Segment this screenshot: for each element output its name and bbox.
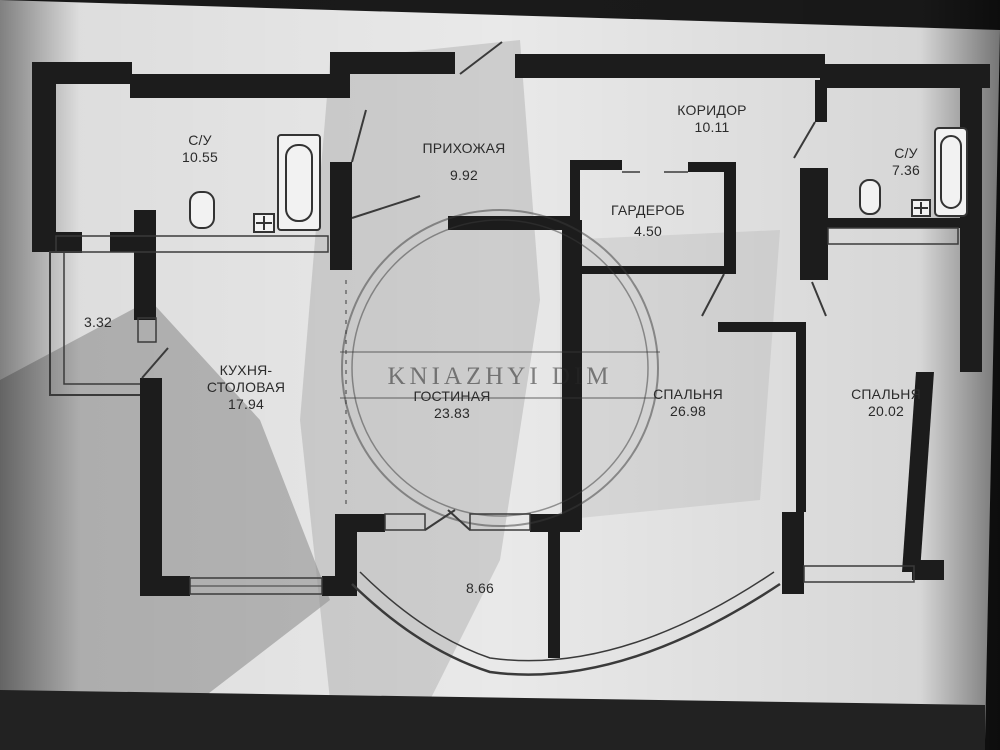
wall — [718, 322, 806, 332]
wall — [335, 514, 357, 594]
toilet-icon — [859, 179, 881, 215]
walls — [32, 52, 990, 658]
door-swing — [141, 347, 169, 379]
wall — [822, 218, 962, 228]
room-label-bedroom-1: СПАЛЬНЯ 26.98 — [653, 386, 723, 420]
watermark-seal — [340, 209, 660, 527]
wall — [530, 514, 580, 532]
window — [803, 565, 915, 583]
room-name: КУХНЯ- — [219, 362, 273, 378]
room-name-line-2: СТОЛОВАЯ — [206, 379, 286, 395]
room-area: 26.98 — [669, 403, 707, 419]
room-label-balcony: 3.32 — [84, 314, 112, 331]
room-name: СПАЛЬНЯ — [851, 386, 921, 402]
room-label-wardrobe: ГАРДЕРОБ 4.50 — [611, 202, 685, 240]
wall — [130, 74, 350, 98]
room-label-hallway: ПРИХОЖАЯ 9.92 — [423, 140, 506, 184]
wall — [815, 80, 827, 122]
thin-lines — [49, 41, 959, 676]
window — [384, 513, 426, 531]
wall — [724, 162, 736, 274]
wall — [335, 514, 385, 532]
room-label-kitchen: КУХНЯ- СТОЛОВАЯ 17.94 — [207, 362, 285, 413]
room-label-bath-1: С/У 10.55 — [182, 132, 218, 166]
door-swing — [351, 109, 367, 163]
fixtures — [189, 127, 968, 233]
room-area: 7.36 — [891, 162, 921, 178]
door-swing — [701, 273, 725, 317]
wall — [548, 530, 560, 658]
toilet-icon — [189, 191, 215, 229]
entrance-door-swing — [459, 41, 503, 75]
room-area: 20.02 — [867, 403, 905, 419]
seal-ring-outer — [341, 209, 659, 527]
room-area: 9.92 — [449, 167, 479, 183]
wall — [32, 62, 56, 252]
window — [469, 513, 531, 531]
wall — [42, 232, 82, 252]
room-name: ГАРДЕРОБ — [611, 202, 685, 218]
room-label-corridor: КОРИДОР 10.11 — [677, 102, 746, 136]
room-name: ПРИХОЖАЯ — [422, 140, 506, 156]
room-name: С/У — [188, 132, 212, 148]
bathtub-basin — [285, 144, 313, 222]
wall — [688, 162, 736, 172]
seal-ring-inner — [351, 219, 649, 517]
wall — [150, 576, 190, 596]
room-area: 23.83 — [433, 405, 471, 421]
wall — [134, 210, 156, 320]
door-swing — [424, 509, 456, 531]
wall — [515, 54, 825, 78]
wall — [330, 162, 352, 270]
room-area: 8.66 — [465, 580, 495, 596]
door-swing — [811, 281, 827, 317]
room-area: 10.11 — [694, 119, 730, 135]
door-frame — [137, 317, 157, 343]
wall — [912, 560, 944, 580]
loggia-outline-inner — [359, 571, 775, 662]
room-name: С/У — [894, 145, 918, 161]
room-label-bedroom-2: СПАЛЬНЯ 20.02 — [851, 386, 921, 420]
wall — [570, 160, 622, 170]
balcony-outline — [49, 251, 140, 396]
wall — [796, 322, 806, 512]
wall — [140, 378, 162, 596]
wall — [960, 72, 982, 372]
wall — [562, 220, 582, 530]
room-area: 3.32 — [83, 314, 113, 330]
door-swing — [793, 121, 816, 159]
table-surface — [0, 690, 985, 750]
room-name: КОРИДОР — [677, 102, 747, 118]
wall — [782, 512, 804, 594]
room-area: 10.55 — [181, 149, 219, 165]
bathtub-basin — [940, 135, 962, 209]
room-name: СПАЛЬНЯ — [653, 386, 723, 402]
wall — [32, 62, 132, 84]
room-area: 4.50 — [633, 223, 663, 239]
room-label-bath-2: С/У 7.36 — [892, 145, 920, 179]
loggia-outline — [351, 582, 781, 676]
wall — [570, 160, 580, 270]
room-label-living: ГОСТИНАЯ 23.83 — [413, 388, 490, 422]
room-name: ГОСТИНАЯ — [413, 388, 491, 404]
door-swing — [351, 195, 421, 219]
inner-wall-line — [55, 235, 329, 253]
wall — [330, 52, 455, 74]
wall — [902, 372, 934, 572]
watermark-text: KNIAZHYI DIM — [387, 363, 613, 390]
wall — [575, 266, 727, 274]
room-area: 17.94 — [227, 396, 265, 412]
balcony-outline-inner — [63, 252, 140, 385]
inner-wall-line — [827, 227, 959, 245]
room-label-loggia: 8.66 — [466, 580, 494, 597]
